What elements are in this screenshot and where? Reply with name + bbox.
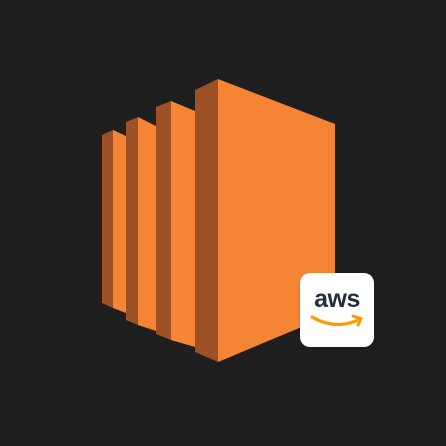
ec2-slab-1 <box>102 130 126 313</box>
ec2-slab-3 <box>156 101 195 347</box>
aws-logo-badge: aws <box>300 273 374 347</box>
aws-logo-text: aws <box>314 285 360 313</box>
ec2-slab-2 <box>126 117 156 331</box>
aws-smile-icon <box>310 314 363 327</box>
